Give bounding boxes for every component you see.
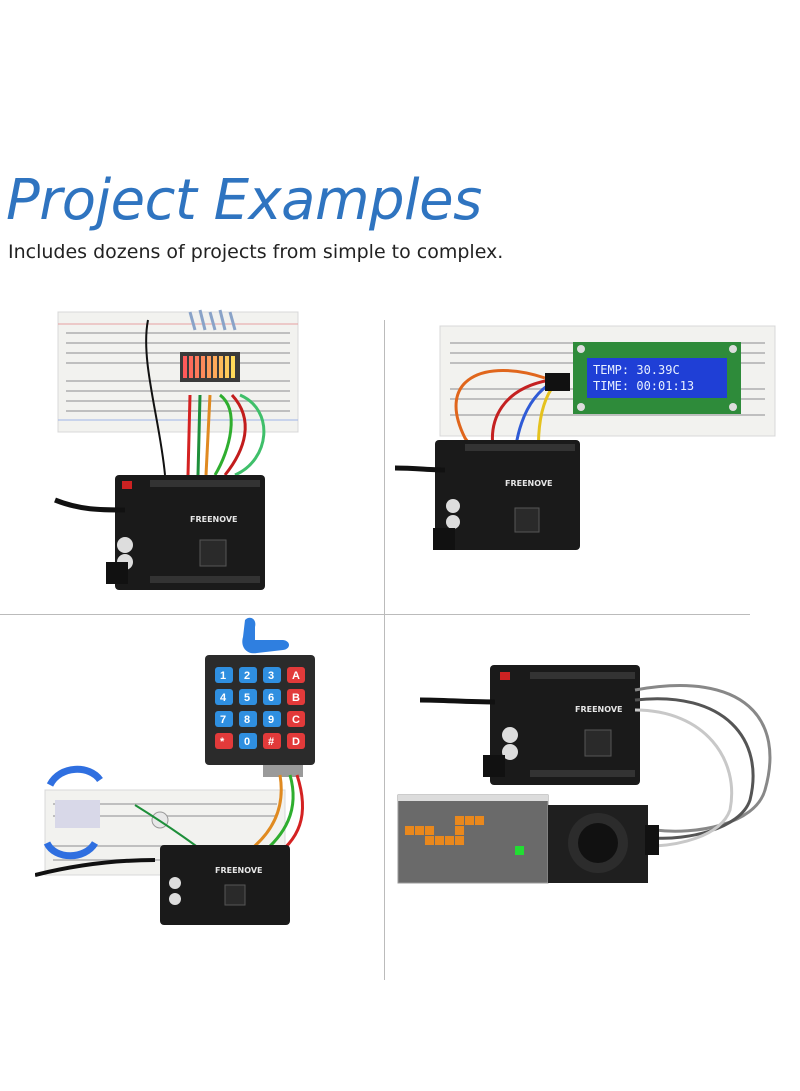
key-9: 9 xyxy=(268,714,274,726)
key-8: 8 xyxy=(244,714,250,726)
key-6: 6 xyxy=(268,692,274,704)
arduino-board xyxy=(490,665,640,785)
lcd-project-illustration: TEMP: 30.39C TIME: 00:01:13 FREENOVE xyxy=(395,325,776,550)
key-b: B xyxy=(292,692,300,704)
page-subtitle: Includes dozens of projects from simple … xyxy=(8,241,504,263)
project-keypad-servo: 1 2 3 A 4 5 6 B 7 8 9 C * 0 # D xyxy=(35,615,335,935)
project-lcd-temperature: TEMP: 30.39C TIME: 00:01:13 FREENOVE xyxy=(395,318,785,568)
key-1: 1 xyxy=(220,670,226,682)
page-title: Project Examples xyxy=(6,168,482,233)
key-7: 7 xyxy=(220,714,226,726)
board-brand-label: FREENOVE xyxy=(190,515,238,524)
snake-game-window xyxy=(397,794,549,884)
key-4: 4 xyxy=(220,692,227,704)
lcd-line-2: TIME: 00:01:13 xyxy=(593,379,694,393)
keypad-keys xyxy=(215,667,305,749)
arduino-board xyxy=(115,475,265,590)
project-led-bargraph: FREENOVE xyxy=(40,300,320,600)
project-joystick-snake: FREENOVE xyxy=(395,660,780,890)
key-d: D xyxy=(292,736,300,748)
led-bargraph-illustration: FREENOVE xyxy=(54,309,299,590)
keypad-project-illustration: 1 2 3 A 4 5 6 B 7 8 9 C * 0 # D xyxy=(35,617,315,925)
servo-motor xyxy=(55,800,100,828)
arduino-board xyxy=(435,440,580,550)
joystick-knob xyxy=(578,823,618,863)
joystick-project-illustration: FREENOVE xyxy=(397,665,772,884)
hand-pointer-icon xyxy=(242,617,289,654)
lcd-screen xyxy=(587,358,727,398)
key-0: 0 xyxy=(244,736,250,748)
horizontal-divider xyxy=(0,614,750,615)
vertical-divider xyxy=(384,320,385,980)
key-2: 2 xyxy=(244,670,250,682)
rotate-arrows-icon xyxy=(43,765,103,860)
breadboard xyxy=(57,311,299,433)
board-brand-label: FREENOVE xyxy=(575,705,623,714)
key-c: C xyxy=(292,714,300,726)
key-3: 3 xyxy=(268,670,274,682)
board-brand-label: FREENOVE xyxy=(215,866,263,875)
key-a: A xyxy=(292,670,300,682)
key-hash: # xyxy=(268,736,274,748)
lcd-line-1: TEMP: 30.39C xyxy=(593,363,680,377)
key-star: * xyxy=(220,736,225,748)
snake-food xyxy=(515,846,524,855)
board-brand-label: FREENOVE xyxy=(505,479,553,488)
snake-body xyxy=(405,816,484,845)
key-5: 5 xyxy=(244,692,250,704)
